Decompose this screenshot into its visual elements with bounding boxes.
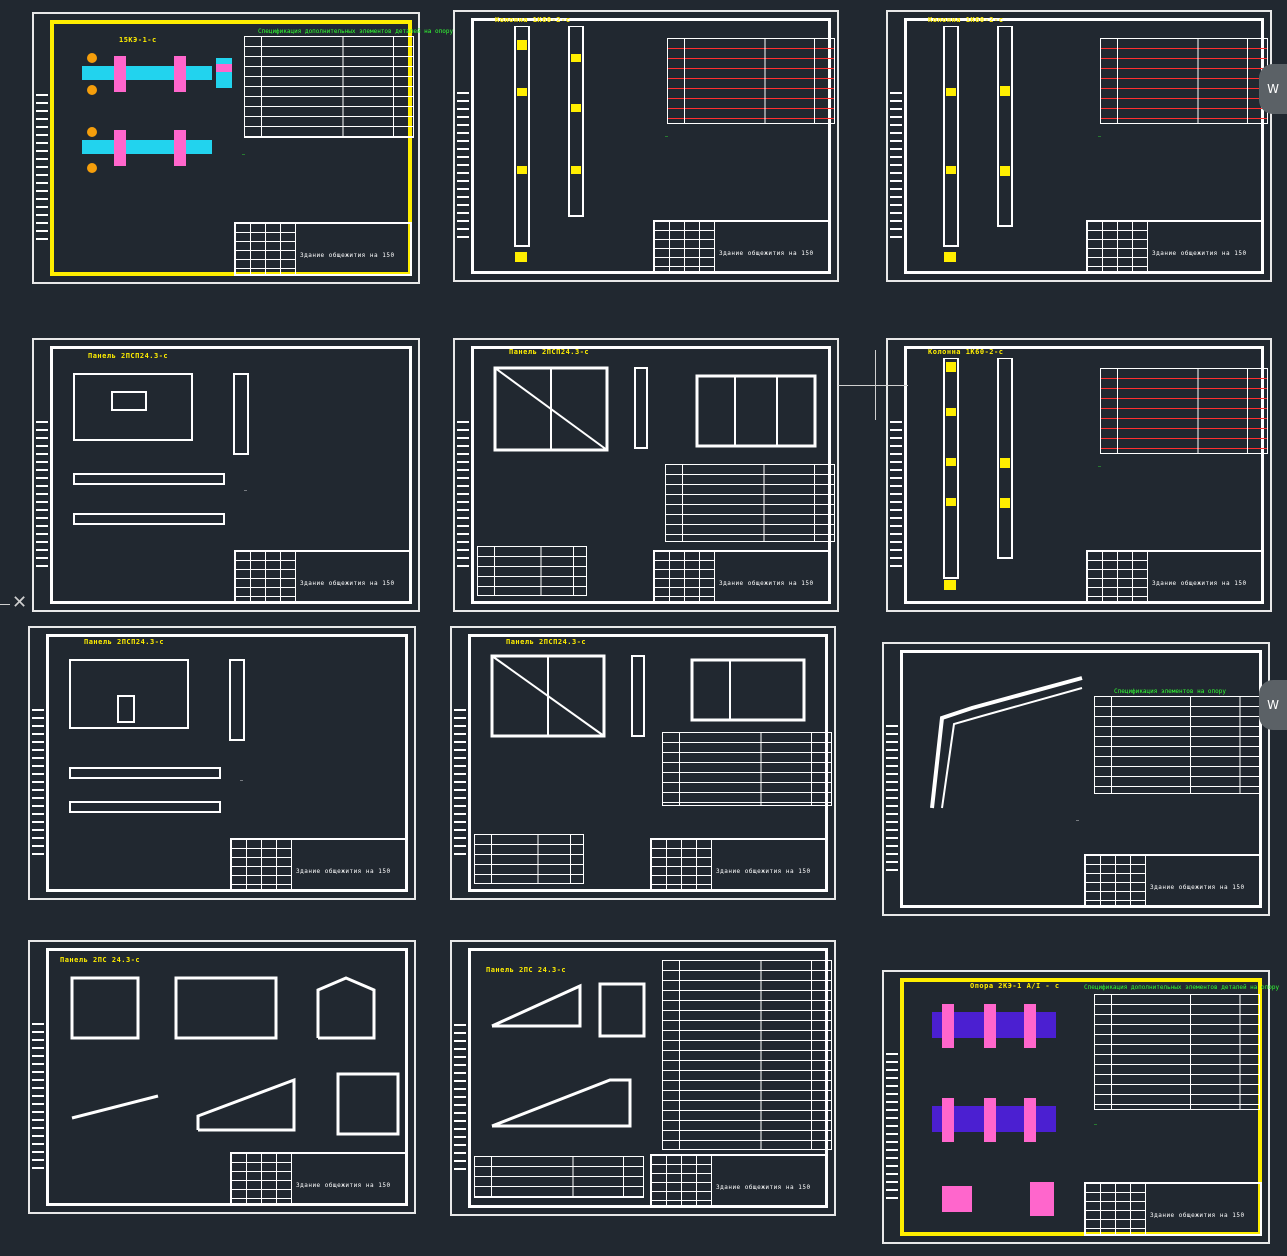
sheet-heading: Колонна 1К60-2-с: [928, 16, 1004, 24]
drawing-sheet-12[interactable]: Опора 2КЭ-1 А/I - с Спецификация дополни…: [882, 970, 1279, 1244]
binding-margin: [890, 92, 902, 240]
sheet-frame: [900, 650, 1262, 908]
ucs-axis: [0, 604, 10, 605]
sheet-heading: Колонна 1К60-2-с: [928, 348, 1004, 356]
general-notes: —: [1098, 134, 1102, 140]
title-block: Здание общежития на 150: [650, 1154, 828, 1208]
drawing-sheet-9[interactable]: Спецификация элементов на опору — Здание…: [882, 642, 1270, 916]
binding-margin: [32, 1023, 44, 1172]
spec-table: [1100, 368, 1268, 454]
title-block: Здание общежития на 150: [1084, 854, 1262, 908]
column-elevation: [943, 358, 1013, 590]
drawing-sheet-3[interactable]: Колонна 1К60-2-с — Здание общежития на 1…: [886, 10, 1272, 282]
general-notes: —: [1094, 1122, 1098, 1128]
spec-table: [1100, 38, 1268, 124]
drawing-sheet-1[interactable]: 15КЭ-1-с Спецификация дополнительных эле…: [32, 12, 453, 284]
general-notes: —: [240, 778, 244, 784]
sheet-heading: Панель 2ПС 24.3-с: [60, 956, 141, 964]
general-notes: —: [665, 134, 669, 140]
binding-margin: [890, 421, 902, 570]
drawing-sheet-5[interactable]: Панель 2ПСП24.3-с Здание общежития на 15…: [453, 338, 839, 612]
sheet-heading: 15КЭ-1-с: [119, 36, 157, 44]
sheet-heading: Панель 2ПСП24.3-с: [506, 638, 587, 646]
cursor-crosshair-horizontal: [838, 385, 908, 386]
spec-table: [1094, 696, 1260, 794]
frame-elevation: [493, 366, 817, 452]
title-block: Здание общежития на 150: [650, 838, 828, 892]
drawing-sheet-7[interactable]: Панель 2ПСП24.3-с — Здание общежития на …: [28, 626, 416, 900]
spec-table: [1094, 994, 1260, 1110]
general-notes: —: [1098, 464, 1102, 470]
panel-set-drawing: [70, 976, 400, 1136]
sheet-frame: [46, 634, 408, 892]
panel-elevation: [69, 659, 245, 813]
drawing-sheet-8[interactable]: Панель 2ПСП24.3-с Здание общежития на 15…: [450, 626, 836, 900]
binding-margin: [457, 92, 469, 240]
spec-table: [662, 732, 832, 806]
general-notes: —: [244, 488, 248, 494]
sheet-heading: Панель 2ПСП24.3-с: [84, 638, 165, 646]
column-elevation: [514, 26, 584, 262]
cursor-crosshair-vertical: [875, 350, 876, 420]
binding-margin: [886, 1053, 898, 1202]
bar-schedule: [474, 1156, 644, 1198]
spec-table: [665, 464, 835, 542]
drawing-sheet-6[interactable]: Колонна 1К60-2-с — Здание общежития на 1…: [886, 338, 1272, 612]
sheet-frame: [904, 346, 1264, 604]
title-block: Здание общежития на 150: [653, 220, 831, 274]
support-drawing: [932, 1004, 1056, 1216]
binding-margin: [454, 1023, 466, 1174]
title-block: Здание общежития на 150: [653, 550, 831, 604]
drawing-sheet-11[interactable]: Панель 2ПС 24.3-с Здание общежития на 15…: [450, 940, 836, 1216]
spec-title: Спецификация дополнительных элементов де…: [258, 28, 454, 35]
sheet-heading: Колонна 1К60-2-с: [495, 16, 571, 24]
spec-table: [662, 960, 832, 1150]
sheet-frame: [46, 948, 408, 1206]
bar-schedule: [477, 546, 587, 596]
sheet-frame: [50, 346, 412, 604]
panel-set-drawing: [491, 982, 646, 1128]
spec-table: [667, 38, 835, 124]
sheet-heading: Опора 2КЭ-1 А/I - с: [970, 982, 1060, 990]
title-block: Здание общежития на 150: [230, 1152, 408, 1206]
beam-drawing: [82, 53, 212, 173]
binding-margin: [32, 709, 44, 858]
ucs-icon: ✕: [12, 592, 28, 613]
spec-title: Спецификация дополнительных элементов де…: [1084, 984, 1280, 991]
portal-frame-drawing: [930, 676, 1083, 809]
binding-margin: [36, 94, 48, 242]
drawing-sheet-10[interactable]: Панель 2ПС 24.3-с Здание общежития на 15…: [28, 940, 416, 1214]
floating-widget-badge[interactable]: W: [1259, 64, 1287, 114]
panel-elevation: [73, 373, 249, 525]
title-block: Здание общежития на 150: [1086, 550, 1264, 604]
sheet-heading: Панель 2ПСП24.3-с: [509, 348, 590, 356]
title-block: Здание общежития на 150: [1084, 1182, 1262, 1236]
binding-margin: [457, 421, 469, 570]
binding-margin: [36, 421, 48, 570]
general-notes: —: [1076, 818, 1080, 824]
title-block: Здание общежития на 150: [234, 222, 412, 276]
title-block: Здание общежития на 150: [1086, 220, 1264, 274]
sheet-heading: Панель 2ПСП24.3-с: [88, 352, 169, 360]
title-block: Здание общежития на 150: [230, 838, 408, 892]
floating-widget-badge[interactable]: W: [1259, 680, 1287, 730]
frame-elevation: [490, 654, 806, 738]
drawing-sheet-2[interactable]: Колонна 1К60-2-с — Здание общежития на 1…: [453, 10, 839, 282]
sheet-frame: [900, 978, 1262, 1236]
drawing-sheet-4[interactable]: Панель 2ПСП24.3-с — Здание общежития на …: [32, 338, 420, 612]
sheet-frame: [904, 18, 1264, 274]
bar-schedule: [474, 834, 584, 884]
binding-margin: [454, 709, 466, 858]
sheet-heading: Панель 2ПС 24.3-с: [486, 966, 567, 974]
binding-margin: [886, 725, 898, 874]
column-elevation: [943, 26, 1013, 262]
sheet-frame: [471, 18, 831, 274]
general-notes: —: [242, 152, 246, 158]
section-drawing: [216, 58, 232, 88]
spec-table: [244, 36, 414, 138]
sheet-frame: [50, 20, 412, 276]
spec-title: Спецификация элементов на опору: [1114, 688, 1226, 695]
title-block: Здание общежития на 150: [234, 550, 412, 604]
